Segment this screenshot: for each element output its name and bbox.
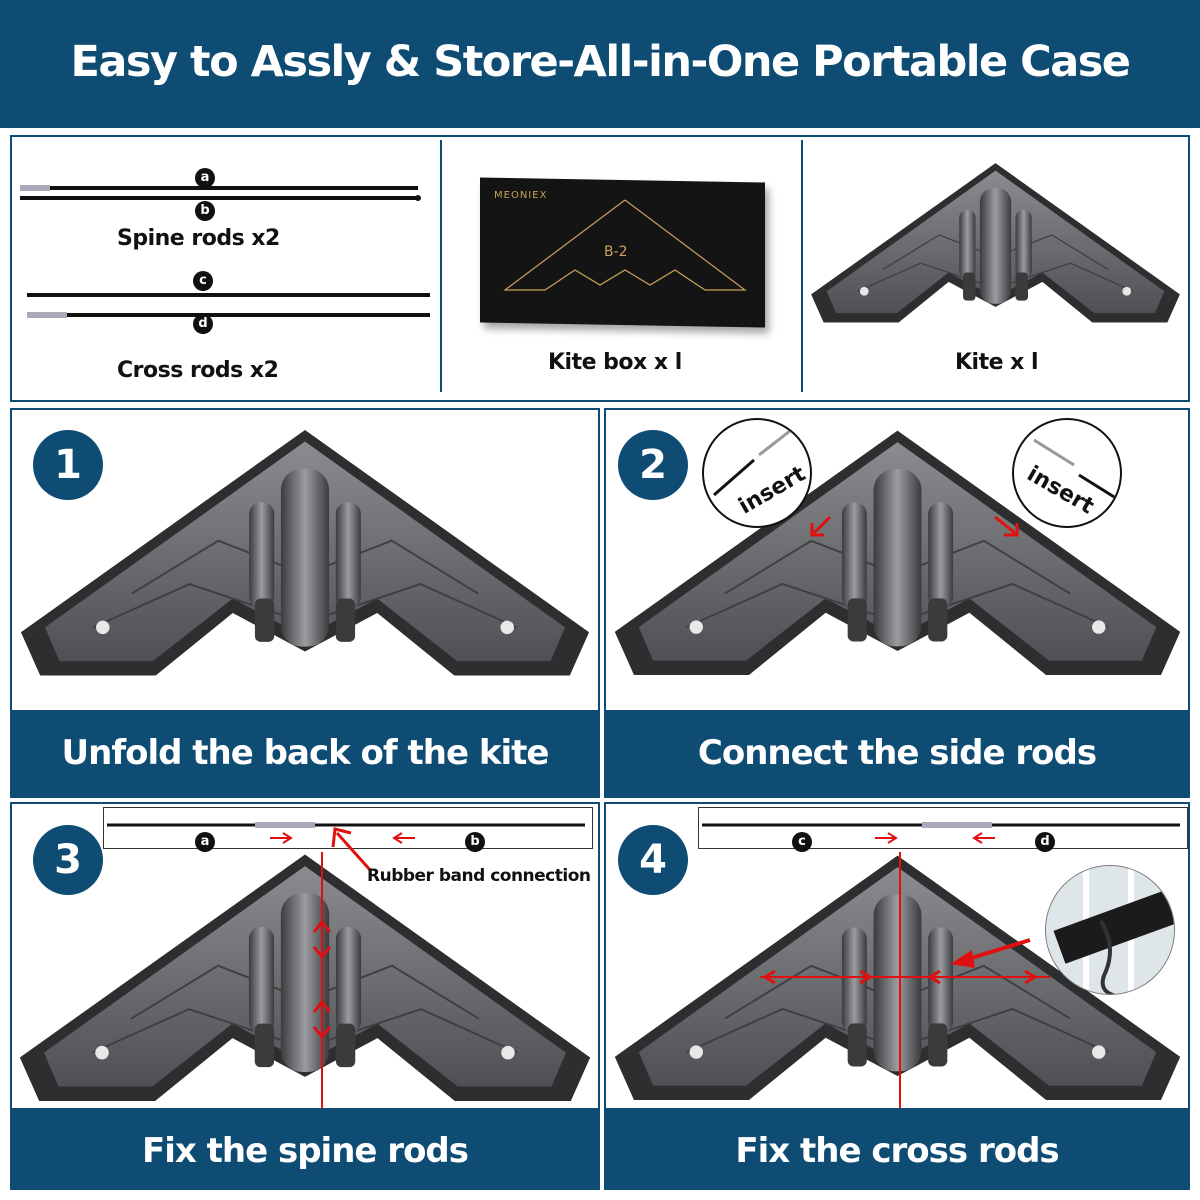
insert-callout-left: insert xyxy=(702,418,812,528)
rod-end-b-label: b xyxy=(195,201,215,221)
spine-connection-strip xyxy=(103,807,593,849)
step-2-arrows xyxy=(810,515,1019,537)
step-1-badge: 1 xyxy=(33,430,103,500)
cross-rods-label: Cross rods x2 xyxy=(117,358,279,383)
header-banner xyxy=(0,0,1200,128)
rod-end-a-label: a xyxy=(195,168,215,188)
page-title: Easy to Assly & Store-All-in-One Portabl… xyxy=(70,37,1131,87)
step-3-end-b-label: b xyxy=(465,832,485,852)
kite-box-label: Kite box x l xyxy=(548,350,682,375)
spine-rods-label: Spine rods x2 xyxy=(117,226,280,251)
insert-callout-right: insert xyxy=(1012,418,1122,528)
cross-connection-rods xyxy=(702,822,1180,844)
spine-red-markers xyxy=(312,852,332,1122)
box-model: B-2 xyxy=(604,244,628,260)
kite-label: Kite x l xyxy=(955,350,1039,375)
box-brand: MEONIEX xyxy=(494,190,548,201)
step-4-badge: 4 xyxy=(618,825,688,895)
step-4-caption: Fix the cross rods xyxy=(606,1108,1188,1188)
step-2-badge: 2 xyxy=(618,430,688,500)
step-4-end-d-label: d xyxy=(1035,832,1055,852)
step-3-caption: Fix the spine rods xyxy=(12,1108,598,1188)
spine-connection-rods xyxy=(107,822,585,844)
cross-red-markers xyxy=(760,852,1050,1122)
step-3-badge: 3 xyxy=(33,825,103,895)
step-2-caption: Connect the side rods xyxy=(606,710,1188,796)
panel-divider xyxy=(801,140,803,392)
box-outline-art xyxy=(503,199,747,291)
rod-end-c-label: c xyxy=(193,271,213,291)
cross-rods-illustration xyxy=(27,293,430,318)
rubber-band-note: Rubber band connection xyxy=(367,866,591,886)
step-4-end-c-label: c xyxy=(792,832,812,852)
spine-rods-illustration xyxy=(20,185,421,201)
step-3-end-a-label: a xyxy=(195,832,215,852)
connection-detail-photo xyxy=(1045,865,1175,995)
rubber-band-arrow xyxy=(331,827,373,873)
panel-divider xyxy=(440,140,442,392)
kite-image xyxy=(808,160,1183,335)
rod-end-d-label: d xyxy=(193,314,213,334)
step-1-caption: Unfold the back of the kite xyxy=(12,710,598,796)
